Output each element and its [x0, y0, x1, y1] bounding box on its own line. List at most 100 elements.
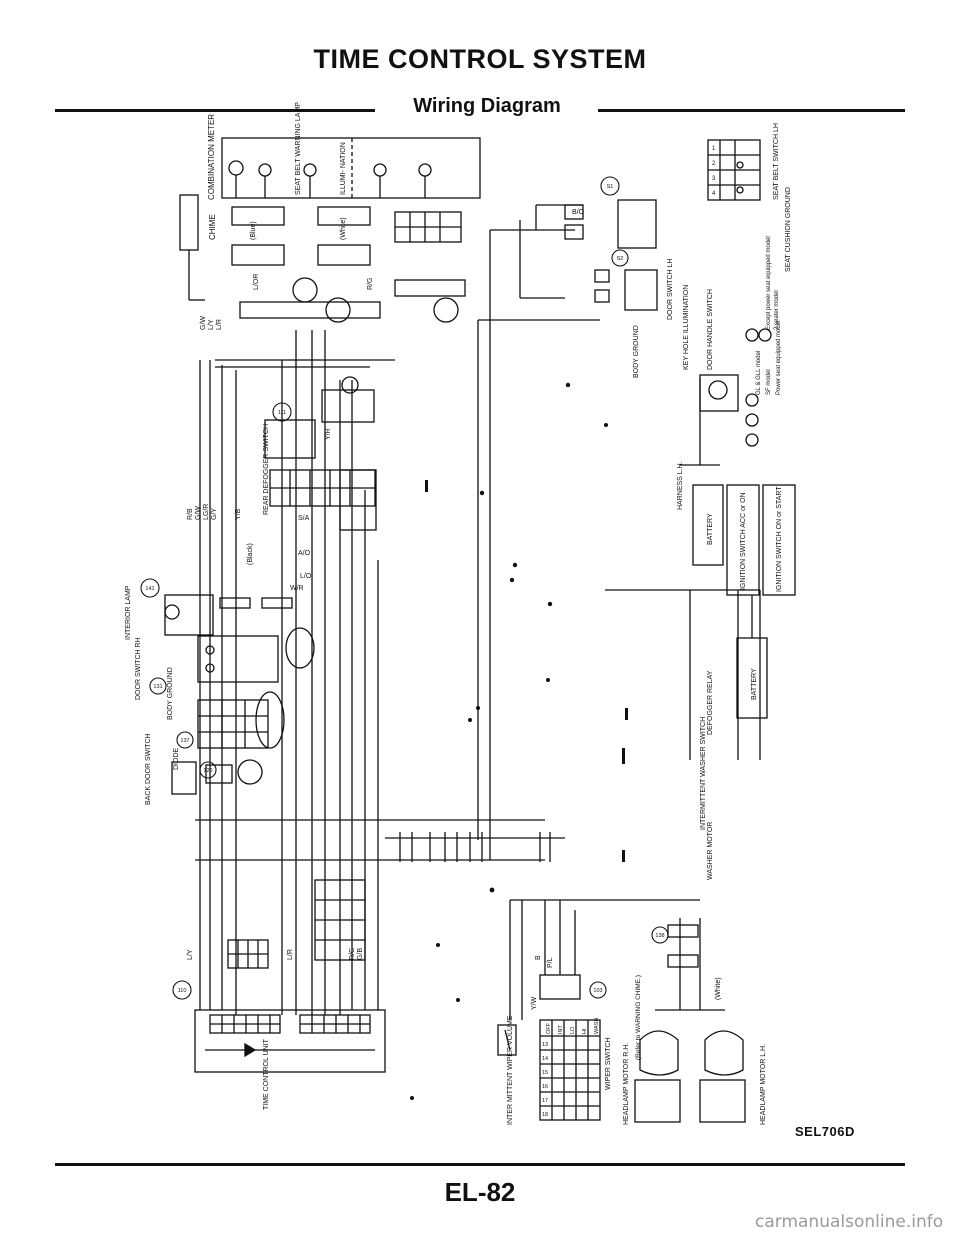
- legend-item-4: Power seat equipped model: [776, 321, 782, 395]
- subtitle-row: Wiring Diagram: [55, 95, 905, 119]
- label-seat-belt-warning-lamp: SEAT BELT WARNING LAMP: [295, 102, 302, 195]
- wire-label: Y/R: [325, 428, 332, 440]
- connector-number: S1: [607, 184, 614, 190]
- wire-note: (Blue): [250, 221, 257, 240]
- label-defogger-relay: DEFOGGER RELAY: [707, 670, 714, 735]
- label-time-control-unit: TIME CONTROL UNIT: [263, 1038, 270, 1110]
- wire-label: L/Y: [187, 949, 194, 960]
- time-control-unit: [194, 879, 386, 1073]
- relay-pins: 1 2 3 4: [712, 146, 716, 197]
- watermark: carmanualsonline.info: [755, 1212, 944, 1232]
- label-interior-lamp: INTERIOR LAMP: [125, 585, 132, 640]
- wire-label: B: [535, 955, 542, 960]
- wire-label: L/R: [216, 319, 223, 330]
- wiper-switch-group: [497, 899, 700, 1121]
- wire-labels: G/W L/Y L/R R/B G/W LG/R G/Y Y/B Y/R R/G…: [187, 209, 722, 1010]
- wire-label: G/Y: [211, 508, 218, 520]
- label-illumination: ILLUMI- NATION: [340, 142, 347, 195]
- connector-number: 111: [278, 410, 286, 416]
- seat-belt-switch-area: [564, 139, 761, 412]
- page-title: TIME CONTROL SYSTEM: [313, 44, 647, 74]
- wiper-switch-table: OFF INT LO HI WASH 13 14 15 16 17 18: [542, 1018, 600, 1118]
- wire-label: A/O: [298, 550, 311, 557]
- battery-ignition-boxes: [692, 484, 796, 719]
- wire-label: Y/B: [235, 508, 242, 520]
- label-warning-chime-ref: (Refer to WARNING CHIME.): [635, 975, 642, 1060]
- relay-pin: 1: [712, 146, 716, 152]
- connector-number: 141: [145, 586, 154, 592]
- wiper-switch-header: HI: [582, 1028, 588, 1034]
- label-rear-defogger-switch: REAR DEFOGGER SWITCH: [263, 424, 270, 515]
- label-intermittent-washer-switch: INTERMITTENT WASHER SWITCH: [700, 717, 707, 830]
- legend-item-0: Except power seat equipped model: [766, 236, 772, 330]
- wire-note: (White): [715, 977, 722, 1000]
- legend-item-2: GL & GLL model: [756, 351, 762, 395]
- label-door-switch-lh: DOOR SWITCH LH: [667, 259, 674, 320]
- connector-number: S2: [617, 256, 624, 262]
- wiper-switch-row: 16: [542, 1084, 548, 1090]
- wiper-switch-header: LO: [570, 1026, 576, 1034]
- wire-note: (Black): [247, 543, 254, 565]
- wiper-switch-row: 17: [542, 1098, 548, 1104]
- interior-lamp-group: [164, 594, 315, 795]
- label-washer-motor: WASHER MOTOR: [707, 822, 714, 880]
- combination-meter-box: [221, 137, 481, 199]
- label-battery-1: BATTERY: [707, 513, 714, 545]
- label-ignition-start: IGNITION SWITCH ON or START: [776, 486, 783, 592]
- label-door-switch-rh: DOOR SWITCH RH: [135, 637, 142, 700]
- connector-ids: [140, 176, 669, 1000]
- label-door-handle-switch: DOOR HANDLE SWITCH: [707, 289, 714, 370]
- wire-label: L/O: [300, 573, 312, 580]
- label-chime: CHIME: [208, 214, 217, 240]
- wire-label: S/A: [298, 515, 310, 522]
- wire-label: P/L: [547, 957, 554, 968]
- scan-marks: [410, 382, 628, 1100]
- connector-number: 138: [655, 933, 664, 939]
- wire-label: G/W: [195, 506, 202, 520]
- label-combination-meter: COMBINATION METER: [207, 114, 216, 200]
- relay-pin: 4: [712, 191, 716, 197]
- label-harness-lh: HARNESS L.H.: [677, 461, 684, 510]
- wire-label: L/OR: [253, 274, 260, 290]
- label-body-ground-2: BODY GROUND: [167, 667, 174, 720]
- wire-label: R/G: [367, 278, 374, 290]
- rear-defogger-switch: [264, 376, 377, 531]
- label-battery-2: BATTERY: [751, 668, 758, 700]
- subtitle-rule-right: [598, 109, 905, 112]
- diagram-code: SEL706D: [795, 1124, 855, 1139]
- component-labels: COMBINATION METER SEAT BELT WARNING LAMP…: [125, 102, 792, 1125]
- connector-number: 110: [178, 988, 187, 994]
- label-body-ground: BODY GROUND: [633, 325, 640, 378]
- wire-label: G/B: [357, 948, 364, 960]
- wire-label: L/R: [287, 949, 294, 960]
- legend-item-1: 2 seater model: [774, 290, 780, 330]
- wire-note: (White): [340, 217, 347, 240]
- wire-label: L/Y: [208, 319, 215, 330]
- wiper-switch-row: 18: [542, 1112, 548, 1118]
- label-wiper-switch: WIPER SWITCH: [605, 1038, 612, 1091]
- wiper-switch-row: 14: [542, 1056, 548, 1062]
- label-back-door-switch: BACK DOOR SWITCH: [145, 733, 152, 805]
- wire-label: LG/R: [203, 504, 210, 520]
- subtitle-rule-left: [55, 109, 375, 112]
- wire-label: Y/W: [531, 996, 538, 1010]
- connector-number: 131: [153, 684, 162, 690]
- footer-rule: [55, 1163, 905, 1166]
- label-seat-cushion-ground: SEAT CUSHION GROUND: [785, 187, 792, 272]
- wiper-switch-header: WASH: [594, 1018, 600, 1034]
- label-inter-mittent-wiper-volume: INTER MITTENT WIPER VOLUME: [507, 1015, 514, 1125]
- wire-label: R/G: [349, 948, 356, 960]
- legend-item-3: SF model: [766, 369, 772, 395]
- wiper-switch-header: OFF: [546, 1022, 552, 1034]
- wiper-switch-row: 13: [542, 1042, 548, 1048]
- connector-number: 103: [593, 988, 602, 994]
- connector-number: 137: [180, 738, 189, 744]
- connector-number: 126: [203, 768, 212, 774]
- page-subtitle: Wiring Diagram: [413, 95, 561, 117]
- wire-label: B/O: [572, 209, 585, 216]
- relay-pin: 2: [712, 161, 716, 167]
- legend: Except power seat equipped model 2 seate…: [745, 236, 782, 447]
- wire-label: G/W: [200, 316, 207, 330]
- bus-lines: [195, 204, 761, 1015]
